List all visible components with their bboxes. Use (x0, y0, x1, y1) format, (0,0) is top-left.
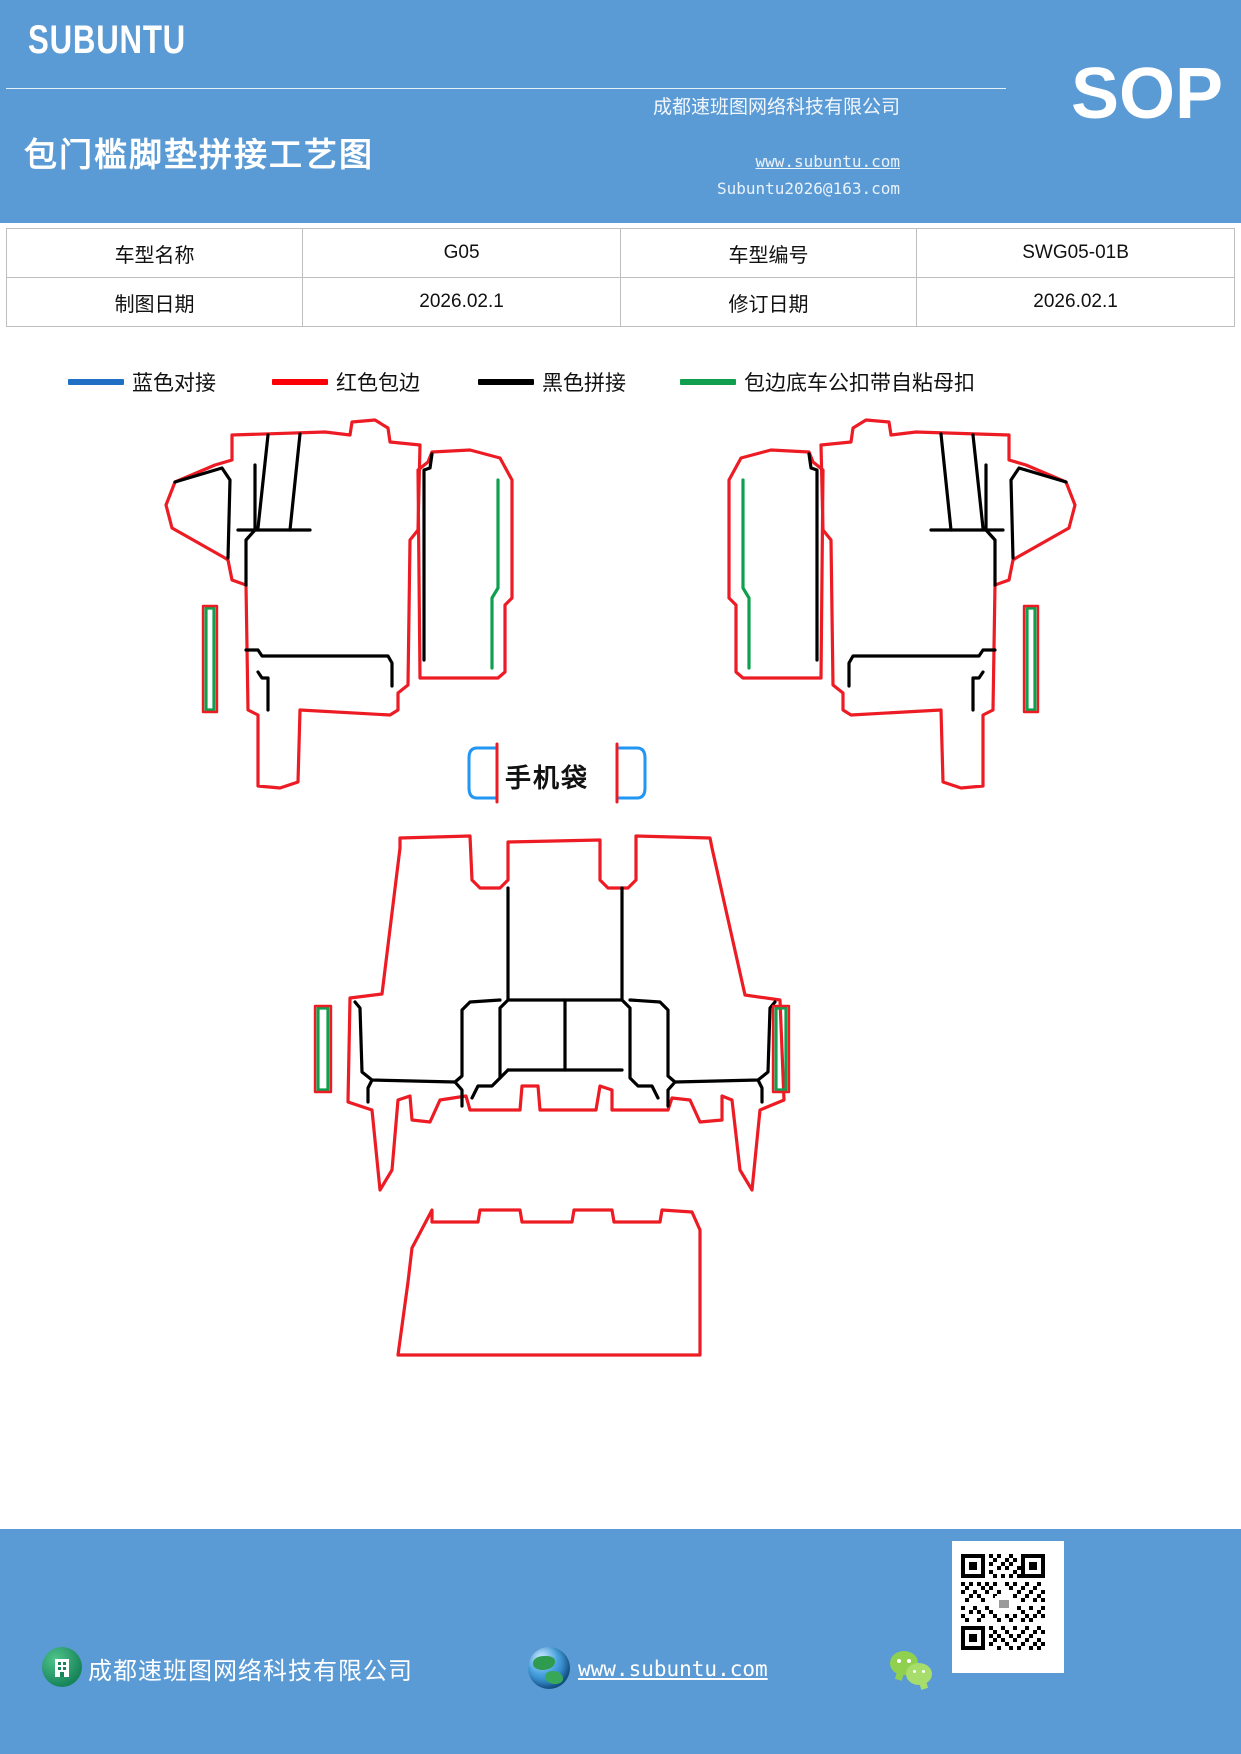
legend-item-red: 红色包边 (272, 360, 420, 404)
vehicle-info-table: 车型名称 G05 车型编号 SWG05-01B 制图日期 2026.02.1 修… (5, 228, 1235, 327)
header-website-link[interactable]: www.subuntu.com (755, 152, 901, 171)
legend-label-green: 包边底车公扣带自粘母扣 (744, 371, 975, 395)
header-company-name: 成都速班图网络科技有限公司 (652, 97, 900, 118)
third-row-floor-mat (396, 1208, 702, 1357)
model-name-value: G05 (302, 228, 621, 278)
legend: 蓝色对接 红色包边 黑色拼接 包边底车公扣带自粘母扣 (0, 360, 1241, 404)
revision-date-label: 修订日期 (619, 277, 918, 327)
table-row: 制图日期 2026.02.1 修订日期 2026.02.1 (5, 277, 1235, 327)
page-header: SUBUNTU 包门槛脚垫拼接工艺图 成都速班图网络科技有限公司 www.sub… (0, 0, 1241, 223)
building-glyph-icon (55, 1659, 69, 1677)
model-code-label: 车型编号 (619, 228, 918, 278)
legend-swatch-black-icon (478, 379, 534, 385)
wechat-eye-icon (907, 1659, 911, 1663)
model-name-label: 车型名称 (5, 228, 304, 278)
legend-label-black: 黑色拼接 (542, 371, 626, 395)
header-email[interactable]: Subuntu2026@163.com (716, 179, 900, 198)
legend-swatch-green-icon (680, 379, 736, 385)
legend-label-red: 红色包边 (336, 371, 420, 395)
front-right-floor-mat (727, 418, 1077, 790)
floor-mat-pattern-svg (164, 418, 1077, 1357)
table-row: 车型名称 G05 车型编号 SWG05-01B (5, 228, 1235, 278)
draw-date-label: 制图日期 (5, 277, 304, 327)
globe-icon (528, 1647, 570, 1689)
footer-website-link[interactable]: www.subuntu.com (578, 1657, 768, 1681)
second-row-floor-mat (313, 834, 791, 1192)
footer-company-name: 成都速班图网络科技有限公司 (88, 1659, 413, 1685)
legend-item-green: 包边底车公扣带自粘母扣 (680, 360, 975, 404)
revision-date-value: 2026.02.1 (916, 277, 1235, 327)
header-divider (6, 88, 1006, 89)
legend-label-blue: 蓝色对接 (132, 371, 216, 395)
sop-badge: SOP (1070, 54, 1223, 134)
wechat-eye-icon (913, 1670, 916, 1673)
legend-swatch-red-icon (272, 379, 328, 385)
legend-swatch-blue-icon (68, 379, 124, 385)
qr-code (952, 1541, 1064, 1673)
technical-drawing-canvas: 手机袋 (0, 410, 1241, 1440)
building-icon (42, 1647, 82, 1687)
phone-pocket-label: 手机袋 (505, 764, 590, 794)
qr-code-icon (957, 1546, 1049, 1658)
wechat-eye-icon (897, 1659, 901, 1663)
phone-pocket-bracket-right (615, 742, 647, 804)
model-code-value: SWG05-01B (916, 228, 1235, 278)
brand-logo: SUBUNTU (28, 18, 186, 62)
wechat-icon (890, 1651, 936, 1689)
legend-item-black: 黑色拼接 (478, 360, 626, 404)
draw-date-value: 2026.02.1 (302, 277, 621, 327)
page-footer: 成都速班图网络科技有限公司 www.subuntu.com (0, 1529, 1241, 1754)
wechat-bubble-small-icon (906, 1663, 932, 1685)
wechat-eye-icon (922, 1670, 925, 1673)
phone-pocket-bracket-left (467, 742, 499, 804)
legend-item-blue: 蓝色对接 (68, 360, 216, 404)
document-title: 包门槛脚垫拼接工艺图 (24, 135, 374, 174)
front-left-floor-mat (164, 418, 514, 790)
